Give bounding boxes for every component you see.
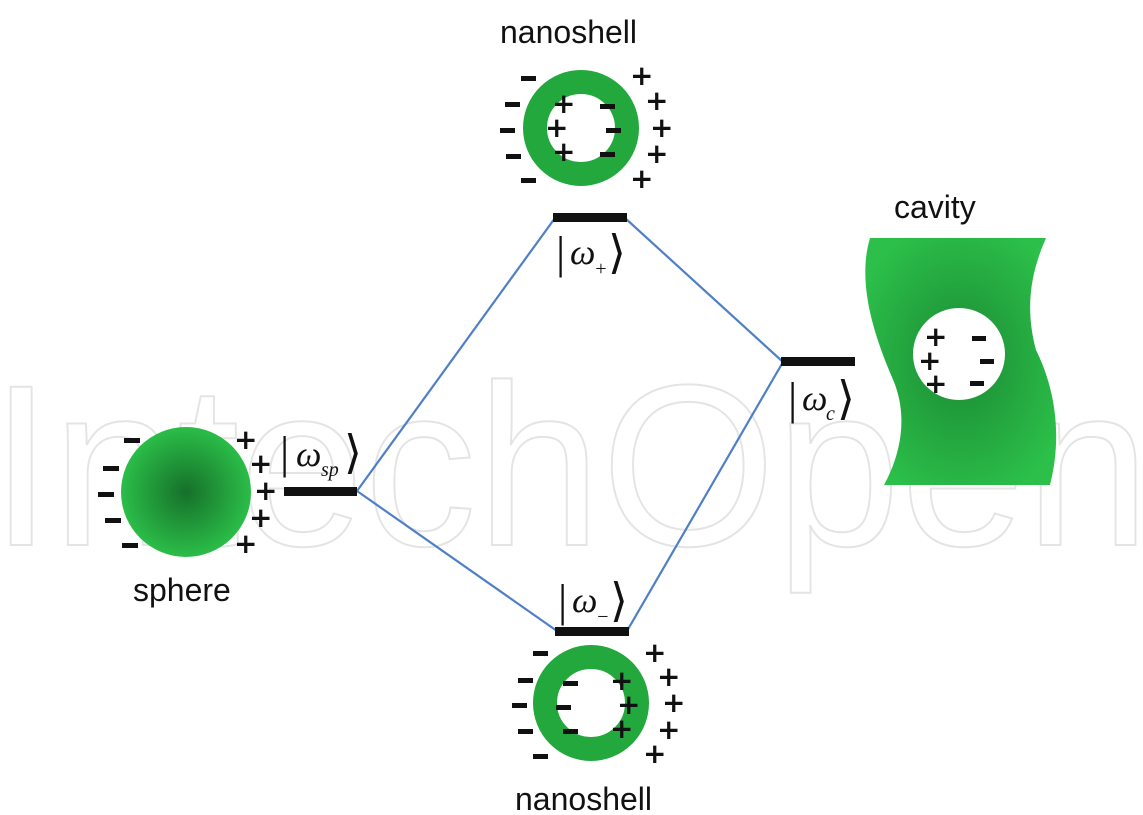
svg-text:+: + — [657, 713, 680, 746]
level-plus — [553, 213, 627, 222]
cavity-particle: + + + cavity — [865, 189, 1057, 485]
line-sp-to-plus — [356, 217, 556, 492]
svg-text:+: + — [234, 423, 257, 456]
svg-text:+: + — [552, 135, 575, 168]
svg-text:+: + — [918, 344, 941, 377]
svg-text:⟩: ⟩ — [608, 227, 626, 278]
nanoshell-top-outer-negative — [500, 76, 536, 183]
svg-text:+: + — [249, 447, 272, 480]
svg-text:+: + — [662, 686, 685, 719]
ket-plus-symbol: ω — [570, 232, 595, 272]
line-sp-to-minus — [356, 490, 558, 632]
svg-text:+: + — [924, 367, 947, 400]
cavity-hole — [913, 308, 1005, 400]
sphere-positive-charges: + + + + + — [234, 423, 277, 560]
svg-text:|: | — [556, 227, 565, 278]
svg-text:+: + — [254, 474, 277, 507]
svg-text:+: + — [643, 636, 666, 669]
nanoshell-bottom-outer-positive: + + + + + — [643, 636, 685, 770]
svg-text:+: + — [249, 501, 272, 534]
sphere-negative-charges — [98, 438, 140, 548]
svg-text:+: + — [924, 320, 947, 353]
svg-text:+: + — [630, 59, 653, 92]
connection-lines — [356, 217, 784, 632]
nanoshell-bottom-inner-negative — [556, 681, 578, 734]
ket-c-subscript: c — [826, 403, 835, 425]
svg-text:+: + — [545, 111, 568, 144]
nanoshell-top: + + + + + + + + nanoshell — [500, 14, 673, 195]
svg-text:+: + — [630, 162, 653, 195]
ket-sp: | ω sp ⟩ — [280, 427, 362, 481]
sphere-body — [121, 427, 251, 557]
nanoshell-bottom-label: nanoshell — [515, 781, 652, 815]
svg-text:+: + — [617, 688, 640, 721]
ket-plus: | ω + ⟩ — [556, 227, 626, 280]
svg-text:|: | — [280, 427, 289, 478]
svg-text:⟩: ⟩ — [610, 575, 628, 626]
svg-text:+: + — [643, 737, 666, 770]
svg-text:|: | — [558, 575, 567, 626]
sphere-label: sphere — [133, 572, 231, 608]
ket-sp-symbol: ω — [296, 434, 321, 474]
nanoshell-top-outer-positive: + + + + + — [630, 59, 673, 195]
nanoshell-bottom-ring — [533, 645, 649, 761]
nanoshell-top-label: nanoshell — [500, 14, 637, 50]
nanoshell-top-inner-negative — [600, 104, 621, 157]
svg-text:+: + — [645, 137, 668, 170]
svg-text:+: + — [552, 87, 575, 120]
nanoshell-bottom-outer-negative — [512, 651, 548, 759]
line-minus-to-c — [626, 361, 784, 632]
svg-text:+: + — [657, 660, 680, 693]
energy-levels — [284, 213, 855, 636]
line-plus-to-c — [624, 217, 784, 363]
svg-text:+: + — [610, 712, 633, 745]
cavity-negative-charges — [970, 336, 994, 386]
ket-plus-subscript: + — [594, 258, 608, 280]
level-sp — [284, 487, 357, 496]
nanoshell-top-inner-positive: + + + — [545, 87, 575, 168]
cavity-label: cavity — [894, 189, 976, 225]
cavity-positive-charges: + + + — [918, 320, 947, 400]
ket-minus-subscript: − — [596, 606, 610, 628]
ket-sp-subscript: sp — [321, 459, 339, 481]
svg-text:⟩: ⟩ — [837, 373, 855, 424]
sphere-particle: + + + + + sphere — [98, 423, 277, 608]
svg-text:+: + — [650, 111, 673, 144]
level-c — [781, 357, 855, 366]
nanoshell-bottom-inner-positive: + + + — [610, 664, 640, 745]
ket-c: | ω c ⟩ — [788, 373, 855, 425]
svg-text:+: + — [645, 84, 668, 117]
ket-c-symbol: ω — [802, 378, 827, 418]
nanoshell-top-ring — [523, 70, 639, 186]
svg-text:+: + — [610, 664, 633, 697]
level-minus — [555, 627, 629, 636]
svg-text:+: + — [234, 527, 257, 560]
svg-text:|: | — [788, 373, 797, 424]
ket-minus: | ω − ⟩ — [558, 575, 628, 628]
svg-text:⟩: ⟩ — [344, 427, 362, 478]
ket-minus-symbol: ω — [572, 580, 597, 620]
nanoshell-bottom: + + + + + + + + nanoshell — [512, 636, 685, 815]
